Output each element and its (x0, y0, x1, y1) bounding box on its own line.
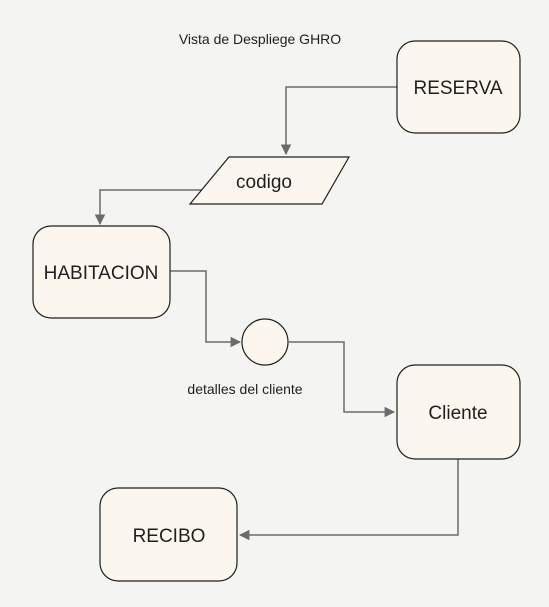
diagram-title: Vista de Despliege GHRO (179, 31, 341, 47)
connector-cliente-to-recibo (238, 459, 459, 541)
node-cliente-label: Cliente (428, 403, 487, 424)
node-codigo-label: codigo (236, 172, 292, 193)
node-reserva-label: RESERVA (413, 78, 502, 99)
node-codigo[interactable]: codigo (188, 156, 351, 205)
node-cliente[interactable]: Cliente (396, 364, 521, 460)
connector-habitacion-to-junction (170, 270, 242, 348)
node-recibo[interactable]: RECIBO (99, 487, 238, 582)
connector-junction-to-cliente (289, 341, 396, 418)
node-recibo-label: RECIBO (133, 526, 206, 547)
junction-node[interactable] (241, 318, 289, 366)
node-habitacion[interactable]: HABITACION (32, 225, 171, 319)
junction-label: detalles del cliente (187, 381, 302, 397)
connector-codigo-to-habitacion (94, 189, 208, 226)
node-reserva[interactable]: RESERVA (396, 40, 521, 134)
connector-reserva-to-codigo (280, 86, 397, 156)
node-habitacion-label: HABITACION (44, 263, 159, 284)
